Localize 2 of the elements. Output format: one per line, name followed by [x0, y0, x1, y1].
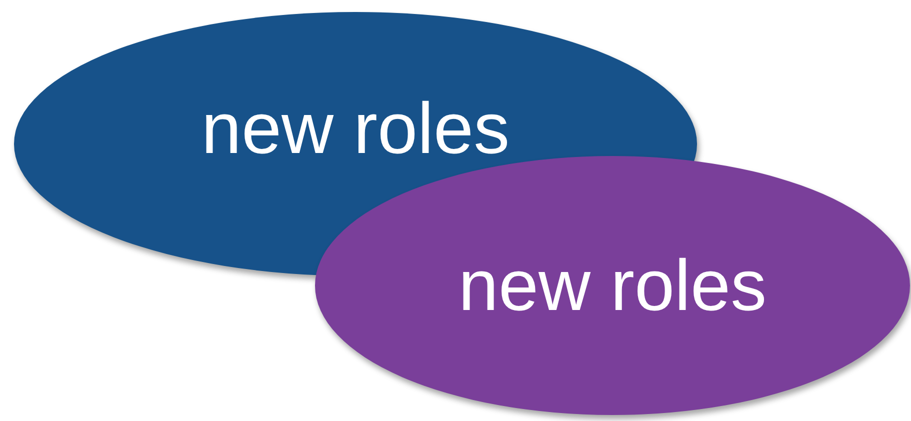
node-label: new roles	[201, 93, 510, 165]
node-label: new roles	[458, 250, 767, 322]
